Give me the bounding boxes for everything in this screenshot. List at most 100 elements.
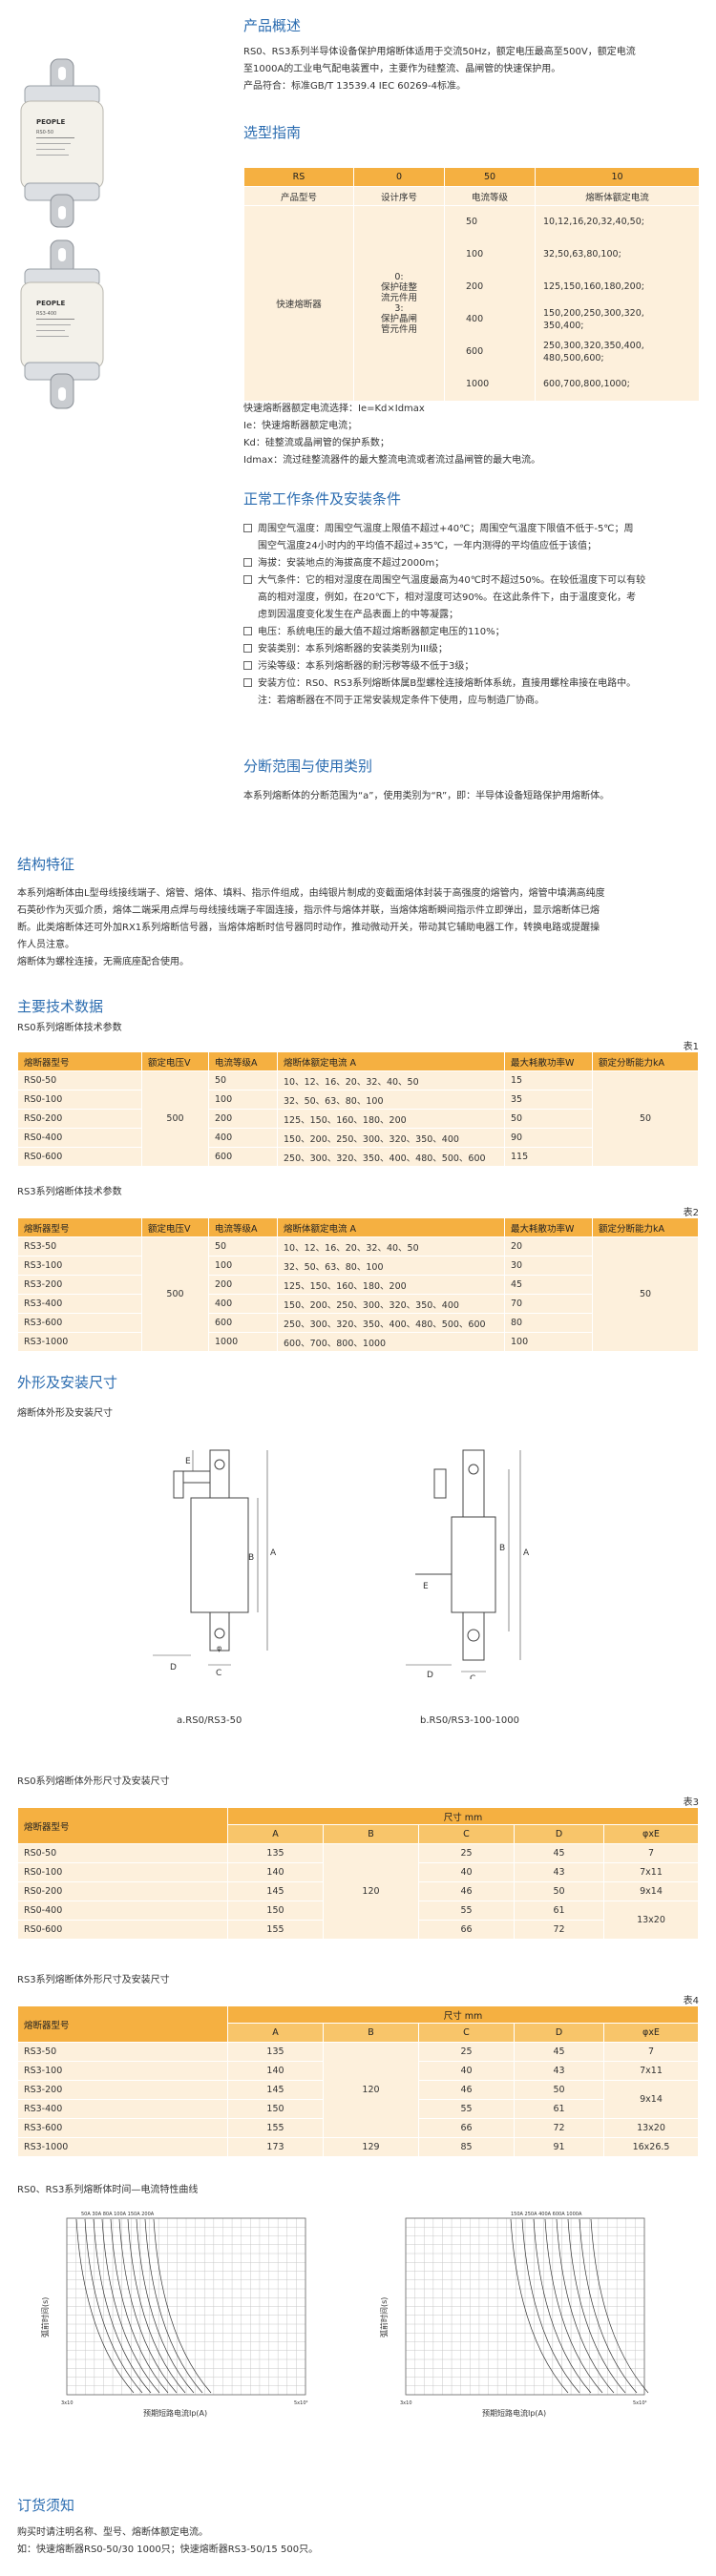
th-cell: C [418, 1824, 515, 1844]
td-cell: 50 [208, 1236, 278, 1257]
th-cell: D [514, 2023, 604, 2043]
tc-curve [556, 2218, 615, 2394]
formula-line: Ie：快速熔断器额定电流； [243, 421, 358, 431]
td-cell: 25 [418, 2042, 515, 2062]
order-title: 订货须知 [17, 2497, 75, 2514]
y-axis-label: 弧前时间(s) [379, 2297, 389, 2337]
td-cell: 32、50、63、80、100 [277, 1256, 505, 1276]
td-cell: 200 [208, 1109, 278, 1129]
selection-table: RS 0 50 10 产品型号 设计序号 电流等级 熔断体额定电流 快速熔断器 … [243, 167, 700, 402]
checkbox-icon [243, 575, 252, 584]
sel-sub-cell: 产品型号 [243, 186, 354, 206]
td-cell: 50 [504, 1109, 593, 1129]
sel-design-line: 3: [394, 303, 404, 314]
td-cell: 50 [592, 1236, 699, 1352]
td-cell: 129 [323, 2137, 419, 2157]
td-cell: 135 [227, 2042, 324, 2062]
td-cell: RS3-50 [17, 1236, 142, 1257]
td-cell: 50 [514, 1881, 604, 1901]
td-cell: 150、200、250、300、320、350、400 [277, 1128, 505, 1148]
td-cell: 250、300、320、350、400、480、500、600 [277, 1313, 505, 1333]
td-cell: 150、200、250、300、320、350、400 [277, 1294, 505, 1314]
x-tick-label: 5x10⁴ [633, 2400, 647, 2406]
tc-curve [533, 2218, 592, 2394]
tc-curve [544, 2218, 603, 2394]
th-cell: B [323, 1824, 419, 1844]
th-cell: 最大耗散功率W [504, 1051, 593, 1071]
conditions-title: 正常工作条件及安装条件 [243, 490, 402, 508]
td-cell: 7 [603, 2042, 699, 2062]
table-number: 表2 [683, 1208, 699, 1218]
selection-title: 选型指南 [243, 124, 302, 141]
td-cell: 40 [418, 2061, 515, 2081]
th-cell: 熔断体额定电流 A [277, 1217, 505, 1237]
dim-letter: C [470, 1674, 475, 1679]
model-label: RS3-400 [36, 311, 56, 317]
selection-formula: 快速熔断器额定电流选择：Ie=Kd×Idmax Ie：快速熔断器额定电流； Kd… [243, 401, 711, 469]
td-cell: 125、150、160、180、200 [277, 1275, 505, 1295]
td-cell: 16x26.5 [603, 2137, 699, 2157]
tc-curve-right: 150A 250A 400A 600A 1000A 弧前时间(s) 预期短路电流… [379, 2212, 649, 2418]
table-row: RS0-50 500 50 10、12、16、20、32、40、50 15 50 [17, 1070, 699, 1167]
table-number: 表4 [683, 1996, 699, 2006]
td-cell: 50 [514, 2080, 604, 2100]
td-cell: 50 [592, 1070, 699, 1167]
tc-curve [579, 2218, 638, 2394]
table-row: RS3-50 135 120 25 45 7 [17, 2042, 699, 2138]
checkbox-icon [243, 644, 252, 653]
curve-labels: 150A 250A 400A 600A 1000A [511, 2212, 582, 2217]
th-cell: 熔断体额定电流 A [277, 1051, 505, 1071]
th-cell: 尺寸 mm [227, 1807, 699, 1825]
td-cell: 250、300、320、350、400、480、500、600 [277, 1147, 505, 1167]
td-cell: 600 [208, 1313, 278, 1333]
th-cell: φxE [603, 2023, 699, 2043]
table-row: RS3-1000 173 129 85 91 16x26.5 [17, 2137, 699, 2157]
sel-head-cell: 0 [353, 167, 445, 187]
condition-text: 安装类别：本系列熔断器的安装类别为III级； [258, 644, 448, 654]
table-row: RS0-100 140 40 43 7x11 [17, 1862, 699, 1882]
sel-rating: 150,200,250,300,320, [543, 308, 644, 319]
td-cell: 140 [227, 2061, 324, 2081]
sel-grade: 50 [466, 217, 478, 227]
td-cell: 7 [603, 1843, 699, 1863]
td-cell: 173 [227, 2137, 324, 2157]
td-cell: 9x14 [603, 1881, 699, 1901]
td-cell: 13x20 [603, 2118, 699, 2138]
sel-rating: 125,150,160,180,200; [543, 281, 644, 292]
x-axis-label: 预期短路电流Ip(A) [143, 2408, 207, 2418]
sel-design-line: 管元件用 [380, 324, 417, 335]
rs0-dims-caption: RS0系列熔断体外形尺寸及安装尺寸 [17, 1776, 170, 1787]
structure-line: 熔断体为螺栓连接，无需底座配合使用。 [17, 957, 189, 967]
structure-line: 断。此类熔断体还可外加RX1系列熔断信号器，当熔体熔断时信号器同时动作，推动微动… [17, 923, 600, 933]
curves-title: RS0、RS3系列熔断体时间—电流特性曲线 [17, 2185, 199, 2195]
condition-text: 围空气温度24小时内的平均值不超过+35℃，一年内测得的平均值应低于该值； [258, 541, 598, 551]
td-cell: RS3-400 [17, 1294, 142, 1314]
structure-line: 本系列熔断体由L型母线接线端子、熔管、熔体、填料、指示件组成，由纯银片制成的变截… [17, 888, 605, 899]
x-tick-label: 3x10 [61, 2400, 74, 2406]
dims-title: 外形及安装尺寸 [17, 1374, 118, 1391]
td-cell: 600、700、800、1000 [277, 1332, 505, 1352]
dimension-drawing-b: A B D C E [406, 1449, 530, 1679]
tc-curve [144, 2218, 203, 2394]
sel-head-cell: 50 [444, 167, 536, 187]
th-cell: 额定分断能力kA [592, 1217, 699, 1237]
td-cell: RS3-1000 [17, 2137, 228, 2157]
checkbox-icon [243, 661, 252, 670]
condition-text: 污染等级：本系列熔断器的耐污秽等级不低于3级； [258, 661, 474, 672]
formula-line: Kd：硅整流或晶闸管的保护系数； [243, 438, 390, 448]
td-cell: 25 [418, 1843, 515, 1863]
td-cell: 120 [323, 1843, 419, 1940]
rs0-tech-table: 熔断器型号 额定电压V 电流等级A 熔断体额定电流 A 最大耗散功率W 额定分断… [17, 1051, 699, 1167]
th-cell: 尺寸 mm [227, 2005, 699, 2024]
th-cell: 熔断器型号 [17, 1051, 142, 1071]
sel-sub-cell: 熔断体额定电流 [535, 186, 700, 206]
sel-sub-cell: 设计序号 [353, 186, 445, 206]
tc-curve [118, 2218, 178, 2394]
td-cell: 72 [514, 1920, 604, 1940]
td-cell: 10、12、16、20、32、40、50 [277, 1236, 505, 1257]
rs0-dims-table: 熔断器型号 尺寸 mm A B C D φxE RS0-50 135 120 2… [17, 1807, 699, 1940]
td-cell: 66 [418, 2118, 515, 2138]
td-cell: 43 [514, 1862, 604, 1882]
td-cell: RS0-100 [17, 1090, 142, 1110]
table-row: RS0-200 145 46 50 9x14 [17, 1881, 699, 1901]
